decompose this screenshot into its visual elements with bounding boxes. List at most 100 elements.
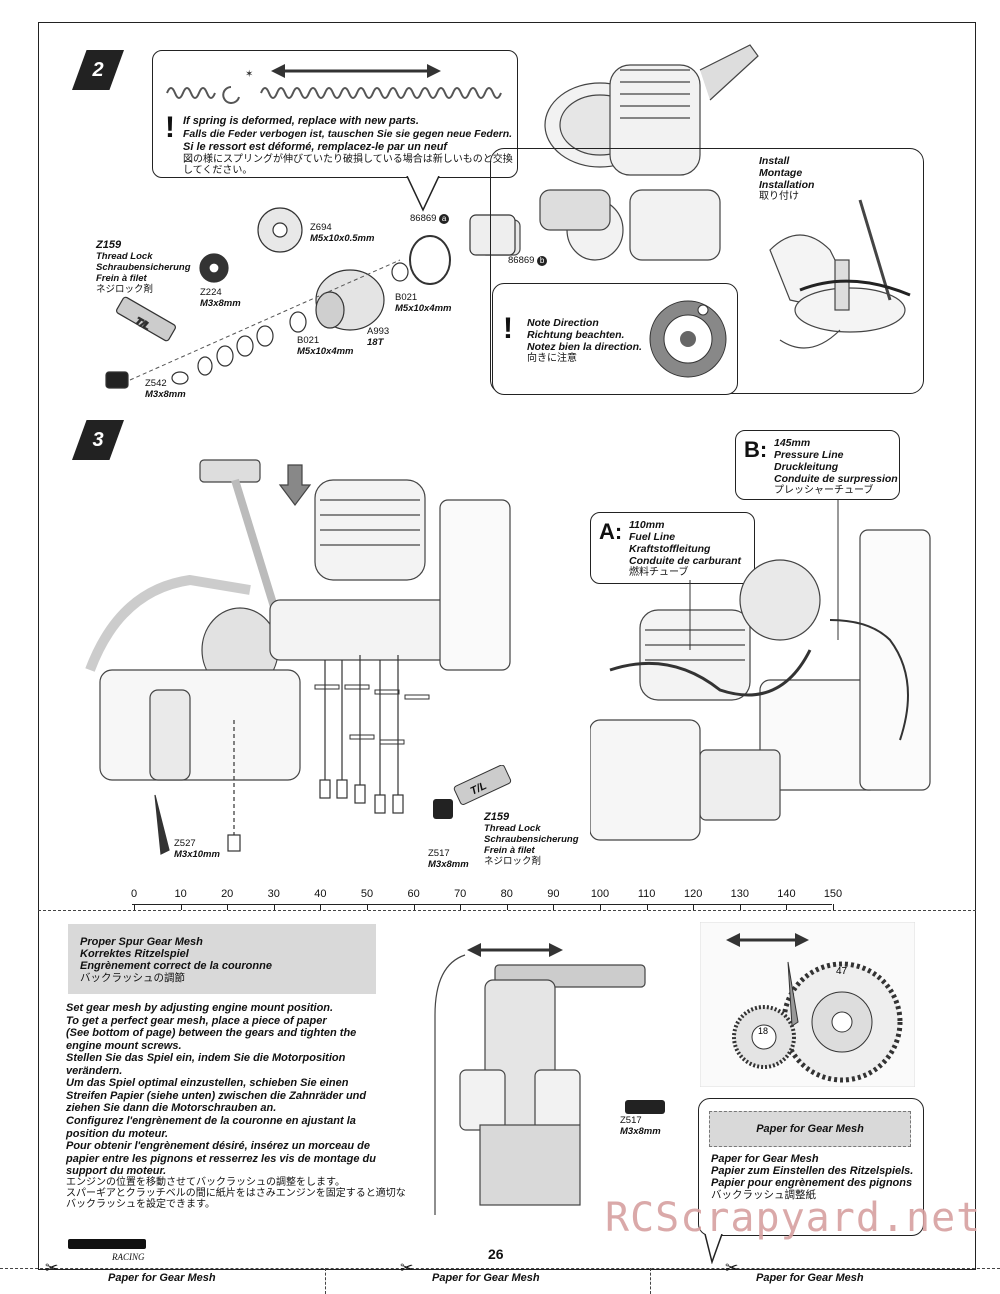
ruler-tick [273,904,275,910]
footer-paper-3: Paper for Gear Mesh [756,1272,864,1284]
install-en: Install [759,155,790,167]
fuel-line-en: Fuel Line [629,531,676,543]
install-de: Montage [759,167,803,179]
install-jp: 取り付け [759,191,799,202]
mesh-jp-block: エンジンの位置を移動させてバックラッシュの調整をします。スパーギアとクラッチベル… [66,1177,406,1210]
paper-callout: Paper for Gear Mesh Paper for Gear Mesh … [698,1098,924,1236]
ruler-tick [833,904,834,910]
fuel-line-size: 110mm [629,519,665,531]
note-exclamation-icon: ! [503,312,513,345]
ruler-label: 110 [637,888,656,900]
ruler-tick [600,904,601,910]
label-86869b: 86869 b [508,255,548,266]
ruler-tick [693,904,695,910]
ruler-label: 80 [500,888,513,900]
mesh-header-de: Korrektes Ritzelspiel [80,948,189,960]
warning-de: Falls die Feder verbogen ist, tauschen S… [183,128,513,140]
paper-strip-label: Paper for Gear Mesh [756,1123,864,1135]
ruler-label: 50 [360,888,374,900]
fuel-line-letter: A: [599,519,623,544]
ruler-label: 120 [684,888,703,900]
paper-fr: Papier pour engrènement des pignons [711,1177,913,1189]
page-number: 26 [488,1246,504,1262]
ruler-tick [739,904,741,910]
ruler-tick [413,904,415,910]
footer-cut-v2 [650,1268,651,1294]
ruler-label: 150 [823,888,843,900]
page-frame [38,22,976,1270]
gear-label-47: 47 [836,966,848,977]
clutch-shoe-detail [649,300,727,378]
fuel-line-routing-drawing [590,500,931,841]
ruler-tick [460,904,462,910]
pressure-line-fr: Conduite de surpression [774,473,898,485]
footer-paper-1: Paper for Gear Mesh [108,1272,216,1284]
note-en: Note Direction [527,317,599,329]
gear-detail-drawing: 47 18 [700,922,915,1087]
scissors-icon-3: ✂ [725,1260,739,1277]
svg-text:RACING: RACING [111,1252,145,1262]
ruler-label: 70 [454,888,467,900]
ruler-baseline [132,904,832,905]
pressure-line-letter: B: [744,437,768,462]
paper-jp: バックラッシュ調整紙 [711,1189,816,1201]
callout-pointer [406,176,440,212]
ruler-tick [786,904,788,910]
ruler-label: 0 [130,888,138,900]
ruler-tick [180,904,182,910]
pressure-line-en: Pressure Line [774,449,844,461]
warning-jp: 図の様にスプリングが伸びていたり破損している場合は新しいものと交換してください。 [183,154,513,176]
engine-clutch-drawing [479,44,759,261]
hpi-racing-logo: RACING [68,1236,178,1262]
footer-paper-2: Paper for Gear Mesh [432,1272,540,1284]
ruler-label: 100 [590,888,610,900]
gear-mesh-engine-drawing [434,943,665,1215]
exploded-clutch-parts: T/L [105,207,516,389]
mesh-header-jp: バックラッシュの調節 [80,972,185,984]
ruler-tick [553,904,555,910]
ruler-tick [506,904,508,910]
fuel-line-callout: A: 110mm Fuel Line Kraftstoffleitung Con… [590,512,755,584]
section-divider [38,910,976,911]
spring-illustration: ✶ [166,64,502,104]
ruler-tick [227,904,229,910]
label-86869a: 86869 a [410,213,450,224]
watermark: RCScrapyard.net [605,1195,982,1241]
gear-label-18: 18 [758,1026,768,1036]
footer-cut-line [0,1268,1000,1269]
engine-mount-drawing [85,459,511,855]
note-fr: Notez bien la direction. [527,341,642,353]
mesh-en-block: Set gear mesh by adjusting engine mount … [66,1002,357,1052]
ruler-label: 90 [547,888,560,900]
hand-install-drawing [769,199,911,349]
ruler-tick [367,904,368,910]
ruler-tick [320,904,322,910]
scissors-icon-1: ✂ [45,1260,59,1277]
paper-strip: Paper for Gear Mesh [709,1111,911,1147]
pressure-line-size: 145mm [774,437,811,449]
label-z159-step3: Z159 Thread Lock Schraubensicherung Frei… [484,811,579,868]
paper-de: Papier zum Einstellen des Ritzelspiels. [711,1165,914,1177]
exclamation-icon: ! [165,111,175,144]
note-de: Richtung beachten. [527,329,625,341]
ruler-label: 10 [174,888,187,900]
paper-en: Paper for Gear Mesh [711,1153,819,1165]
label-z159: Z159 Thread Lock Schraubensicherung Frei… [96,239,191,296]
spring-warning-callout: ✶ ! If spring is deformed, replace with … [152,50,518,178]
warning-fr: Si le ressort est déformé, remplacez-le … [183,141,448,153]
pressure-line-jp: プレッシャーチューブ [774,485,874,496]
warning-en: If spring is deformed, replace with new … [183,115,419,127]
ruler-tick [646,904,648,910]
mesh-header-box: Proper Spur Gear Mesh Korrektes Ritzelsp… [68,924,376,994]
scissors-icon-2: ✂ [400,1260,414,1277]
ruler-label: 130 [730,888,749,900]
fuel-line-jp: 燃料チューブ [629,567,689,578]
fuel-line-fr: Conduite de carburant [629,555,742,567]
ruler-label: 40 [314,888,327,900]
